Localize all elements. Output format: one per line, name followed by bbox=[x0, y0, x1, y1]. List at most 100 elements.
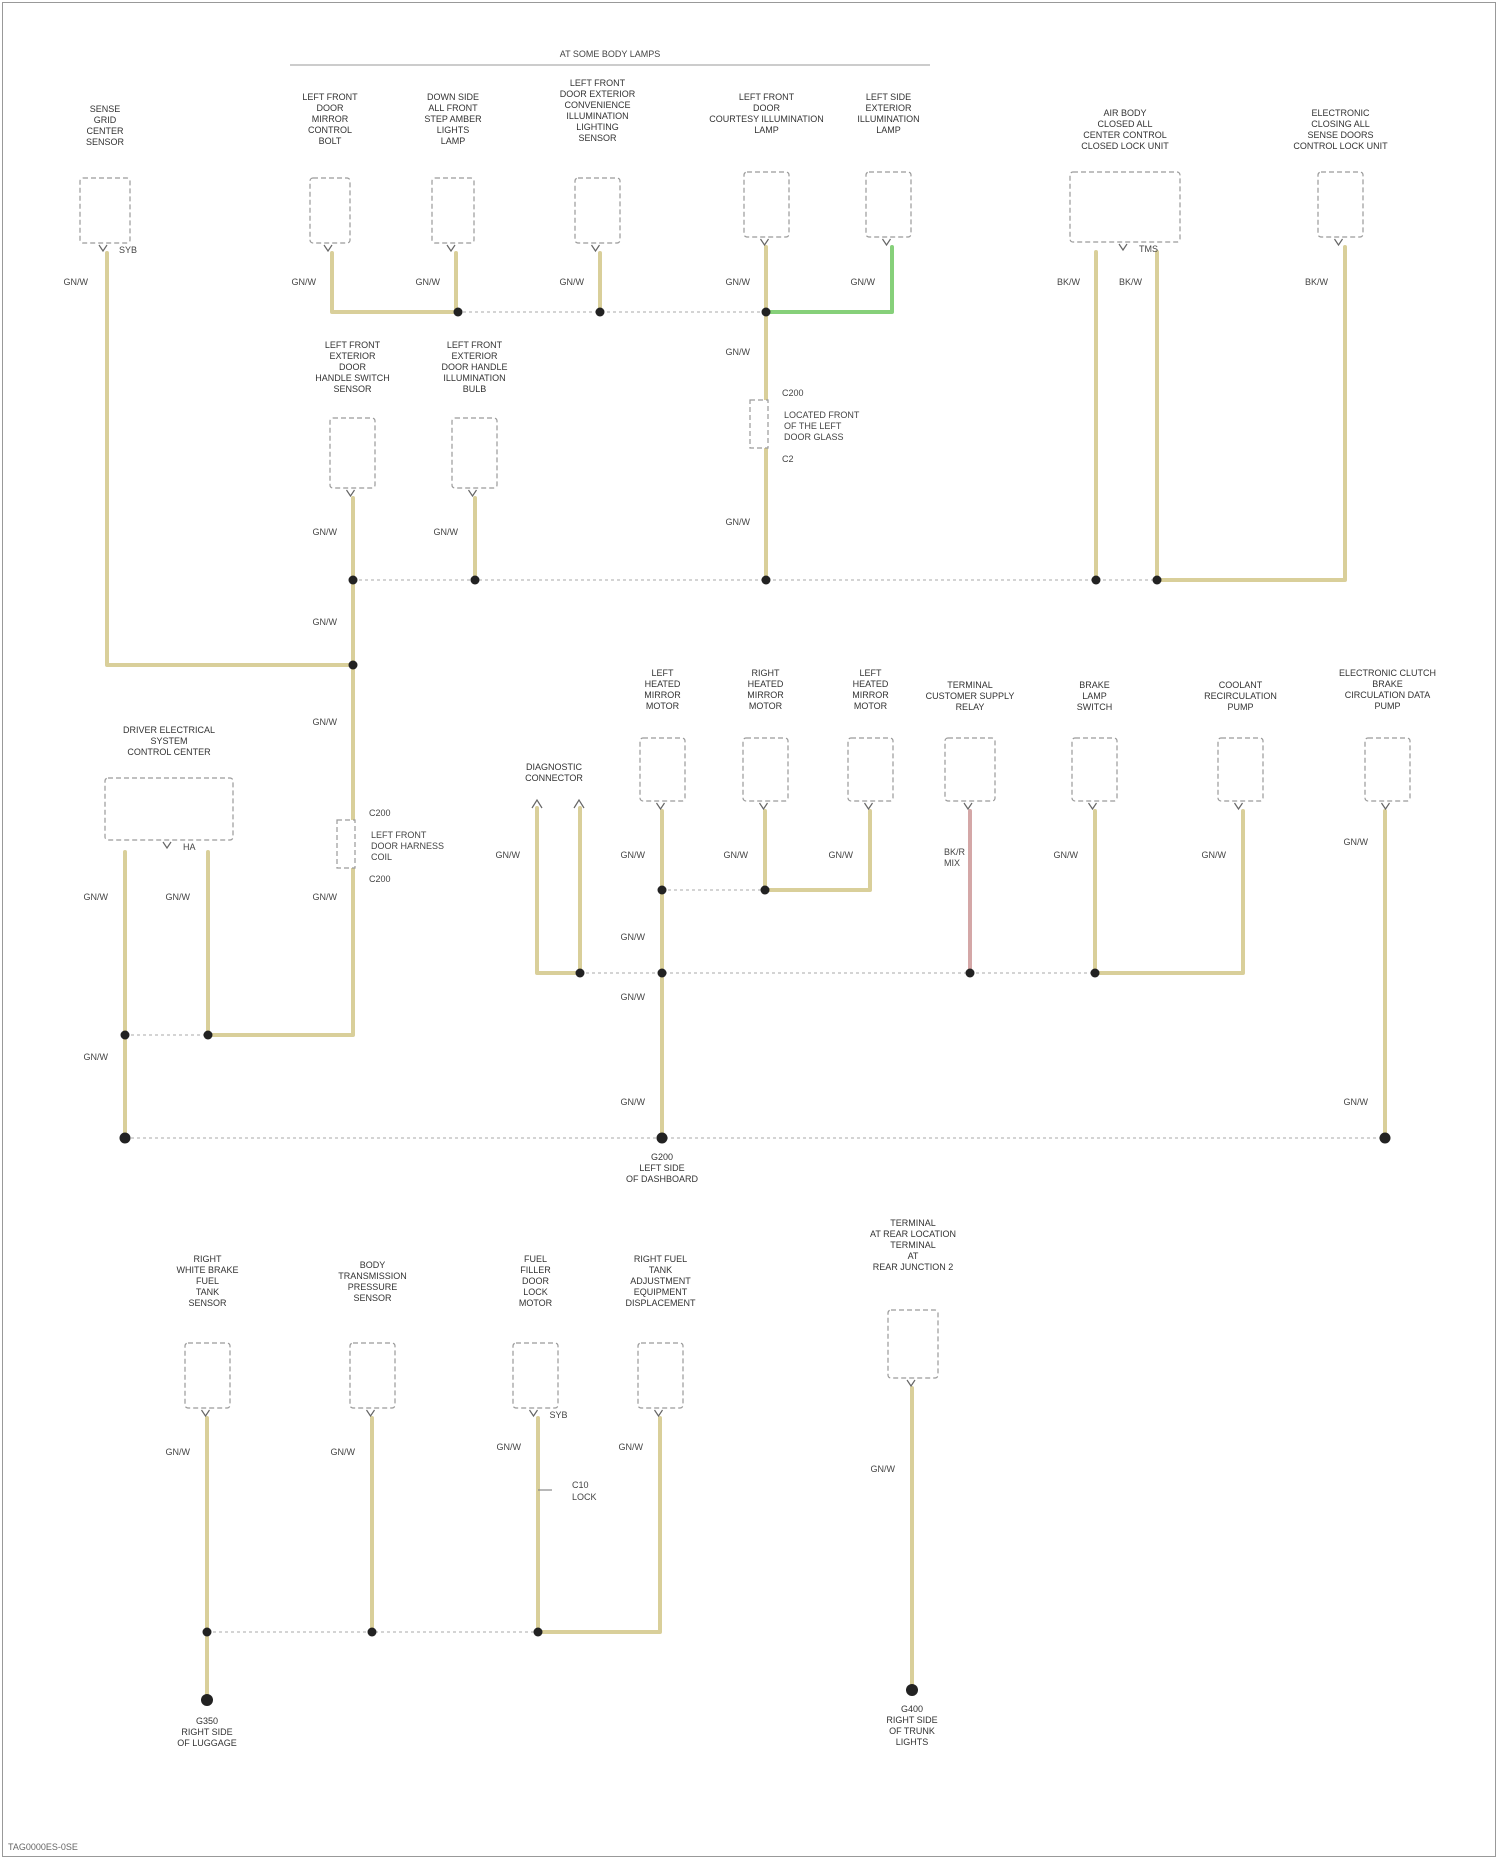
splice-node bbox=[906, 1684, 918, 1696]
pin-marker bbox=[1335, 239, 1343, 245]
pin-label: HA bbox=[183, 842, 196, 852]
component-c4 bbox=[575, 178, 620, 243]
component-c7 bbox=[1070, 172, 1180, 242]
splice-node bbox=[349, 661, 358, 670]
footer-code: TAG0000ES-0SE bbox=[8, 1842, 78, 1852]
wire-color-label: BK/W bbox=[1305, 277, 1329, 287]
wire-color-label: GN/W bbox=[1344, 837, 1369, 847]
wire-color-label: GN/W bbox=[496, 850, 521, 860]
component-c10 bbox=[452, 418, 497, 488]
component-c1 bbox=[80, 178, 130, 243]
splice-node bbox=[658, 969, 667, 978]
inline-label: LOCK bbox=[572, 1492, 597, 1502]
splice-node bbox=[204, 1031, 213, 1040]
wire-color-label: BK/W bbox=[1119, 277, 1143, 287]
component-label: BRAKELAMPSWITCH bbox=[1077, 680, 1113, 712]
splice-node bbox=[349, 576, 358, 585]
pin-label: SYB bbox=[119, 245, 137, 255]
component-c17 bbox=[1072, 738, 1117, 801]
pin-marker bbox=[655, 1410, 663, 1416]
component-c5 bbox=[744, 172, 789, 237]
splice-node bbox=[596, 308, 605, 317]
bracket-label: AT SOME BODY LAMPS bbox=[560, 49, 661, 59]
component-c23 bbox=[638, 1343, 683, 1408]
wire-color-label: GN/W bbox=[724, 850, 749, 860]
splice-node bbox=[471, 576, 480, 585]
wire-color-label: GN/W bbox=[416, 277, 441, 287]
component-c13 bbox=[640, 738, 685, 801]
wire-color-label: GN/W bbox=[621, 1097, 646, 1107]
wire-color-label: GN/W bbox=[619, 1442, 644, 1452]
wire-color-label: GN/W bbox=[84, 892, 109, 902]
splice-node bbox=[966, 969, 975, 978]
inline-pin-label: C10 bbox=[572, 1480, 589, 1490]
pin-marker bbox=[761, 239, 769, 245]
wire-c17-c18 bbox=[1095, 811, 1243, 973]
wire-c1 bbox=[107, 253, 353, 665]
pin-marker bbox=[1382, 803, 1390, 809]
pin-marker bbox=[202, 1410, 210, 1416]
inline-pin-label: C200 bbox=[369, 874, 391, 884]
wire-color-label: GN/W bbox=[313, 527, 338, 537]
pin-marker bbox=[592, 245, 600, 251]
splice-node bbox=[121, 1031, 130, 1040]
wire-color-label: GN/W bbox=[313, 617, 338, 627]
wire-color-label: GN/W bbox=[726, 347, 751, 357]
component-c18 bbox=[1218, 738, 1263, 801]
wire-color-label: GN/W bbox=[851, 277, 876, 287]
wire-color-label: GN/W bbox=[313, 717, 338, 727]
pin-marker bbox=[883, 239, 891, 245]
splice-node bbox=[203, 1628, 212, 1637]
wire-color-label: GN/W bbox=[292, 277, 317, 287]
component-c3 bbox=[432, 178, 474, 243]
wire-color-label: GN/W bbox=[1054, 850, 1079, 860]
pin-marker bbox=[447, 245, 455, 251]
wire-color-label: GN/W bbox=[1344, 1097, 1369, 1107]
pin-marker bbox=[469, 490, 477, 496]
splice-node bbox=[658, 886, 667, 895]
component-label: SENSEGRIDCENTERSENSOR bbox=[86, 104, 125, 147]
component-c16 bbox=[945, 738, 995, 801]
pin-label: SYB bbox=[550, 1410, 568, 1420]
wire-color-label: GN/W bbox=[726, 517, 751, 527]
pin-marker bbox=[530, 1410, 538, 1416]
splice-node bbox=[454, 308, 463, 317]
wire-color-label: GN/W bbox=[621, 992, 646, 1002]
wire-color-label: GN/W bbox=[621, 932, 646, 942]
inline-pin-label: C200 bbox=[782, 388, 804, 398]
wire-color-label: GN/W bbox=[726, 277, 751, 287]
splice-node bbox=[120, 1133, 131, 1144]
wire-c14-c15 bbox=[765, 811, 870, 890]
wire-color-label: GN/W bbox=[497, 1442, 522, 1452]
component-c8 bbox=[1318, 172, 1363, 237]
component-c15 bbox=[848, 738, 893, 801]
wire-color-label: GN/W bbox=[560, 277, 585, 287]
splice-node bbox=[1153, 576, 1162, 585]
splice-node bbox=[657, 1133, 668, 1144]
wire-color-label: GN/W bbox=[84, 1052, 109, 1062]
relay-wire-label: BK/RMIX bbox=[944, 847, 966, 868]
pin-marker bbox=[163, 842, 171, 848]
pin-marker bbox=[907, 1380, 915, 1386]
component-label: LEFT FRONTDOOR EXTERIORCONVENIENCEILLUMI… bbox=[560, 78, 636, 143]
component-label: LEFT FRONTEXTERIORDOORHANDLE SWITCHSENSO… bbox=[315, 340, 390, 394]
splice-node bbox=[1091, 969, 1100, 978]
splice-node bbox=[534, 1628, 543, 1637]
wire-color-label: GN/W bbox=[434, 527, 459, 537]
splice-node bbox=[368, 1628, 377, 1637]
wire-color-label: GN/W bbox=[871, 1464, 896, 1474]
component-c20 bbox=[185, 1343, 230, 1408]
